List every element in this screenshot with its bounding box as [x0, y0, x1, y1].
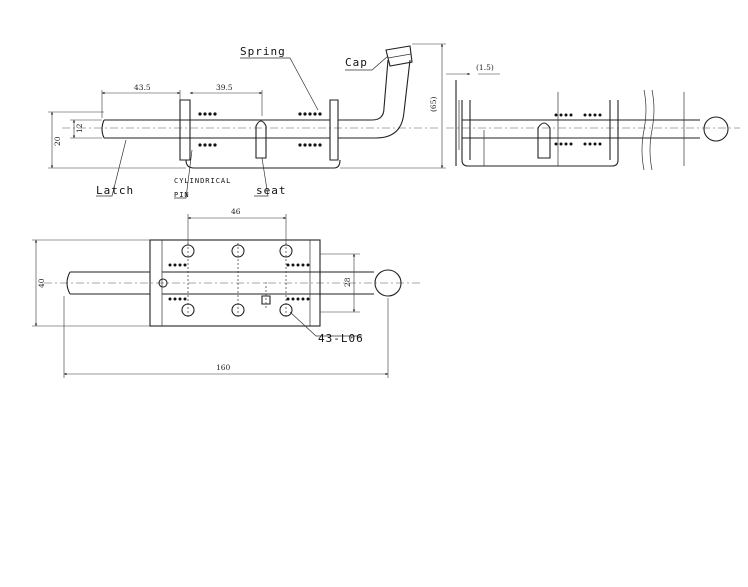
seat-label: seat	[256, 184, 287, 197]
seat-block	[255, 120, 267, 159]
cap	[385, 45, 413, 67]
dim-46-text: 46	[231, 207, 241, 216]
plan-spring-coils	[168, 263, 310, 301]
dim-160-text: 160	[216, 363, 231, 372]
pin-leader	[174, 149, 193, 199]
end-view-seat	[537, 122, 551, 159]
end-view: (1.5)	[446, 63, 740, 171]
mounting-hole	[279, 303, 293, 317]
dim-40-text: 40	[37, 278, 46, 288]
cylindrical-pin-label-2: PIN	[174, 191, 190, 199]
dim-39-5-text: 39.5	[216, 83, 233, 92]
housing-rear-plate	[329, 99, 339, 161]
end-view-spring-coils	[554, 113, 602, 146]
dim-12-text: 12	[75, 123, 84, 133]
latch-label: Latch	[96, 184, 134, 197]
bent-handle	[338, 59, 411, 139]
cylindrical-pin-label-1: CYLINDRICAL	[174, 177, 231, 185]
housing-front-plate	[179, 99, 191, 161]
spring-coils-upper	[198, 112, 322, 116]
hole-leader	[289, 311, 362, 337]
spring-label: Spring	[240, 45, 286, 58]
seat-leader	[254, 157, 269, 197]
plan-knob	[374, 269, 402, 297]
latch-leader	[96, 139, 127, 197]
dim-20-text: 20	[53, 136, 62, 146]
cap-label: Cap	[345, 56, 368, 69]
mounting-hole	[231, 303, 245, 317]
dim-28-text: 28	[343, 277, 352, 287]
spring-leader	[240, 57, 319, 111]
hole-callout-label: 43-L06	[318, 332, 364, 345]
housing-base	[185, 159, 341, 169]
latch-bar	[101, 119, 190, 139]
plan-latch-rod	[66, 271, 150, 295]
mounting-plate	[149, 239, 321, 327]
end-view-knob	[703, 116, 729, 142]
side-view: 43.5 39.5 12 20 (65) Spring Cap Latch CY…	[48, 43, 446, 199]
mounting-hole	[181, 303, 195, 317]
end-view-housing	[461, 100, 619, 167]
cap-leader	[345, 55, 389, 71]
mounting-holes	[181, 243, 293, 318]
dim-43-5-text: 43.5	[134, 83, 151, 92]
pin-circle	[158, 278, 168, 288]
plan-view: 46 40 28 160 43-L06	[32, 207, 420, 378]
spring-coils-lower	[198, 143, 322, 147]
dim-1-5-text: (1.5)	[476, 63, 494, 72]
dim-65-text: (65)	[429, 97, 438, 112]
